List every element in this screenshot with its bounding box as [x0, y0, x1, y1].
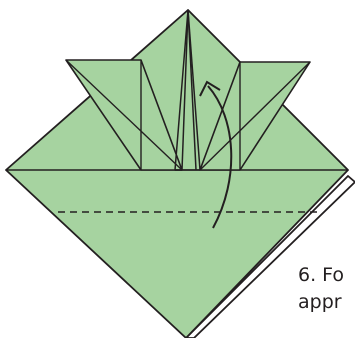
paper-base-diamond: [6, 10, 348, 338]
step-caption-line-1: 6. Fo: [298, 262, 344, 289]
step-caption: 6. Fo appr: [298, 262, 344, 316]
step-caption-line-2: appr: [298, 289, 344, 316]
